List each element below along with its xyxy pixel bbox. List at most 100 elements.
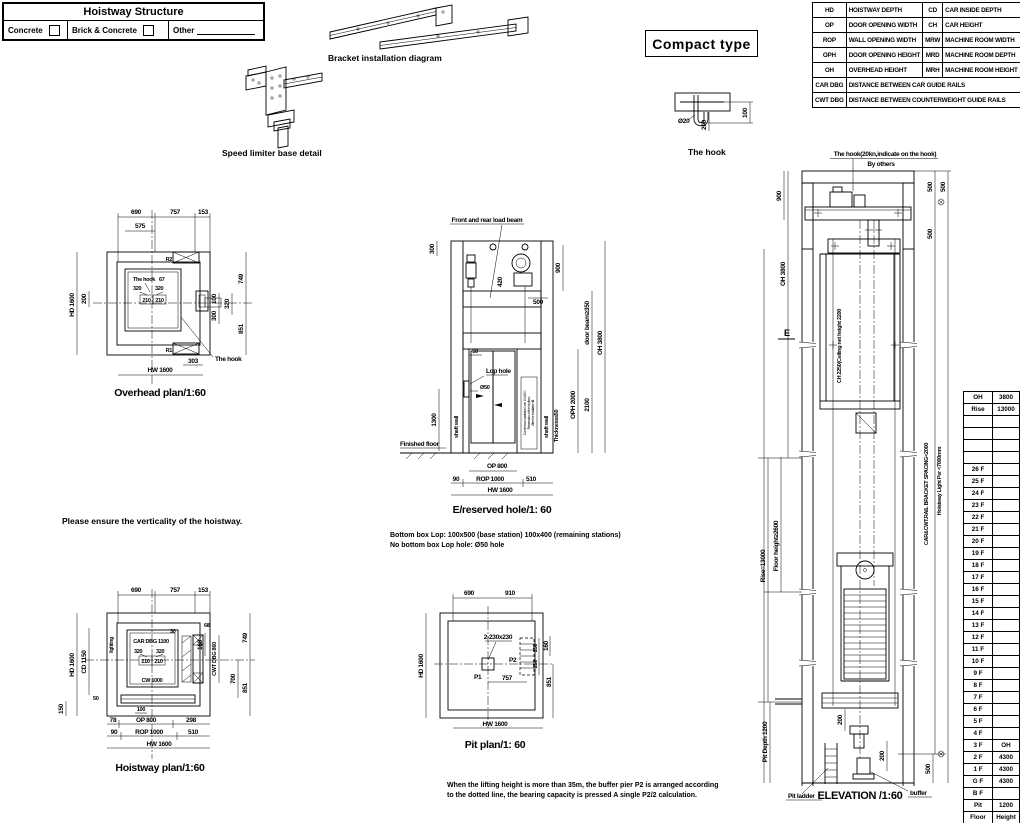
option-brick-concrete: Brick & Concrete xyxy=(68,21,169,39)
dim-label: Ø20 xyxy=(678,118,690,125)
other-fill-line[interactable] xyxy=(197,26,256,35)
dim-label: 851 xyxy=(242,682,249,693)
dim-label: 690 xyxy=(131,587,142,594)
view-caption: Hoistway plan/1:60 xyxy=(115,762,205,774)
rail-label: R2 xyxy=(166,257,173,263)
dim-label: 153 xyxy=(198,587,209,594)
car-height-label: CH 2250(Ceiling net height 2200 xyxy=(837,309,843,383)
abbrev-cell: OVERHEAD HEIGHT xyxy=(845,62,924,78)
dim-label: 500 xyxy=(533,299,544,306)
floor-table-cell xyxy=(992,475,1020,488)
brick-concrete-checkbox[interactable] xyxy=(142,24,154,36)
dim-label: 500 xyxy=(927,181,934,192)
dim-label: HD 1600 xyxy=(418,654,425,678)
abbrev-cell: WALL OPENING WIDTH xyxy=(845,32,924,48)
dim-label: CAR DBG 1100 xyxy=(133,639,169,645)
hoistway-plan-drawing: CAR DBG 1100 320 320 210 210 CW 1000 30 … xyxy=(58,587,255,774)
abbrev-cell: MACHINE ROOM WIDTH xyxy=(942,32,1020,48)
floor-table-row: 9 F xyxy=(963,667,1020,680)
floor-table-cell xyxy=(992,427,1020,440)
floor-table-row xyxy=(963,451,1020,464)
speed-limiter-label: Speed limiter base detail xyxy=(222,148,322,158)
pit-plan-drawing: 690 910 HD 1600 2-230x230 P1 P2 757 250 … xyxy=(418,590,554,751)
dim-label: OP 800 xyxy=(136,717,157,724)
control-box-note: Reservation of the top floor, xyxy=(527,396,531,429)
bottom-box-note-line2: No bottom box Lop hole: Ø50 hole xyxy=(390,541,505,549)
counterweight-fill xyxy=(844,594,886,674)
dim-label: 300 xyxy=(429,243,436,254)
abbrev-cell: OPH xyxy=(812,47,847,63)
abbrev-row: OP DOOR OPENING WIDTH CH CAR HEIGHT xyxy=(812,17,1020,33)
dim-label: 851 xyxy=(238,323,245,334)
dim-label: 900 xyxy=(555,262,562,273)
hoistway-light-note: Hoistway Light Per <7000mm xyxy=(937,446,943,515)
dim-label: 2100 xyxy=(584,398,591,412)
pier-label: P2 xyxy=(509,657,517,664)
dim-label: 78 xyxy=(110,717,117,724)
abbrev-cell: CD xyxy=(922,2,944,18)
dim-label: Ø50 xyxy=(480,385,490,391)
elevation-drawing: The hook(20kn,indicate on the hook) By o… xyxy=(758,151,951,802)
floor-table-cell xyxy=(992,595,1020,608)
abbrev-cell: MACHINE ROOM DEPTH xyxy=(942,47,1020,63)
buffer-pier-note: When the lifting height is more than 35m… xyxy=(447,781,719,800)
floor-table-cell xyxy=(992,499,1020,512)
floor-table-row: 12 F xyxy=(963,631,1020,644)
buffer-pier-note-line2: to the dotted line, the bearing capacity… xyxy=(447,791,697,799)
dim-label: OPH 2000 xyxy=(570,390,577,419)
abbrev-cell: MRH xyxy=(922,62,944,78)
dim-label: 90 xyxy=(111,729,118,736)
abbrev-row: CAR DBG DISTANCE BETWEEN CAR GUIDE RAILS xyxy=(812,77,1020,93)
floor-table-cell xyxy=(992,415,1020,428)
floor-table-row: 6 F xyxy=(963,703,1020,716)
abbrev-cell: HOISTWAY DEPTH xyxy=(845,2,924,18)
buffer-pier-note-line1: When the lifting height is more than 35m… xyxy=(447,782,719,789)
dim-label: 50 xyxy=(93,696,99,702)
lop-hole-label: Lop hole xyxy=(486,368,511,375)
dim-label: 420 xyxy=(497,276,504,287)
floor-table-cell: 13000 xyxy=(992,403,1020,416)
structure-options-row: Concrete Brick & Concrete Other xyxy=(4,21,263,39)
dim-label: 320 xyxy=(156,649,165,655)
shaft-wall-label: shaft wall xyxy=(454,415,460,438)
concrete-checkbox[interactable] xyxy=(48,24,60,36)
dim-label: 320 xyxy=(224,298,231,309)
dim-label: HW 1600 xyxy=(483,721,509,728)
dim-label: 690 xyxy=(464,590,475,597)
abbrev-row: ROP WALL OPENING WIDTH MRW MACHINE ROOM … xyxy=(812,32,1020,48)
option-brick-concrete-label: Brick & Concrete xyxy=(72,25,137,35)
dim-label: 575 xyxy=(135,223,146,230)
floor-table-cell xyxy=(992,463,1020,476)
dim-label: CD 1150 xyxy=(81,650,88,674)
abbrev-cell: OH xyxy=(812,62,847,78)
dim-label: 100 xyxy=(742,107,749,118)
hoistway-structure-title: Hoistway Structure xyxy=(4,4,263,21)
dim-label: OH 3800 xyxy=(597,330,604,355)
abbrev-row: HD HOISTWAY DEPTH CD CAR INSIDE DEPTH xyxy=(812,2,1020,18)
dim-label: 67 xyxy=(159,277,165,283)
abbrev-cell: MRD xyxy=(922,47,944,63)
abbreviation-table: HD HOISTWAY DEPTH CD CAR INSIDE DEPTH OP… xyxy=(812,2,1020,108)
hook-note: By others xyxy=(867,161,895,168)
floor-table-cell xyxy=(992,583,1020,596)
hook-label: The hook xyxy=(215,356,242,363)
dim-label: 200 xyxy=(879,750,886,761)
abbrev-cell: CWT DBG xyxy=(812,92,847,108)
floor-table-cell xyxy=(992,643,1020,656)
dim-label: 210 xyxy=(154,659,163,665)
dim-label: 757 xyxy=(170,209,181,216)
floor-table-cell: OH xyxy=(992,739,1020,752)
reserved-hole-drawing: Front and rear load beam 300 900 420 500… xyxy=(400,217,606,516)
dim-label: 300 xyxy=(211,310,218,321)
dim-label: 160 xyxy=(543,640,550,651)
rail-spacing-note: CAR&CWT.RAIL BRACKET SPACING<2000 xyxy=(924,443,930,545)
hook-detail-drawing: Ø20 100 200 xyxy=(674,92,753,131)
abbrev-cell: CAR HEIGHT xyxy=(942,17,1020,33)
option-concrete-label: Concrete xyxy=(8,25,43,35)
